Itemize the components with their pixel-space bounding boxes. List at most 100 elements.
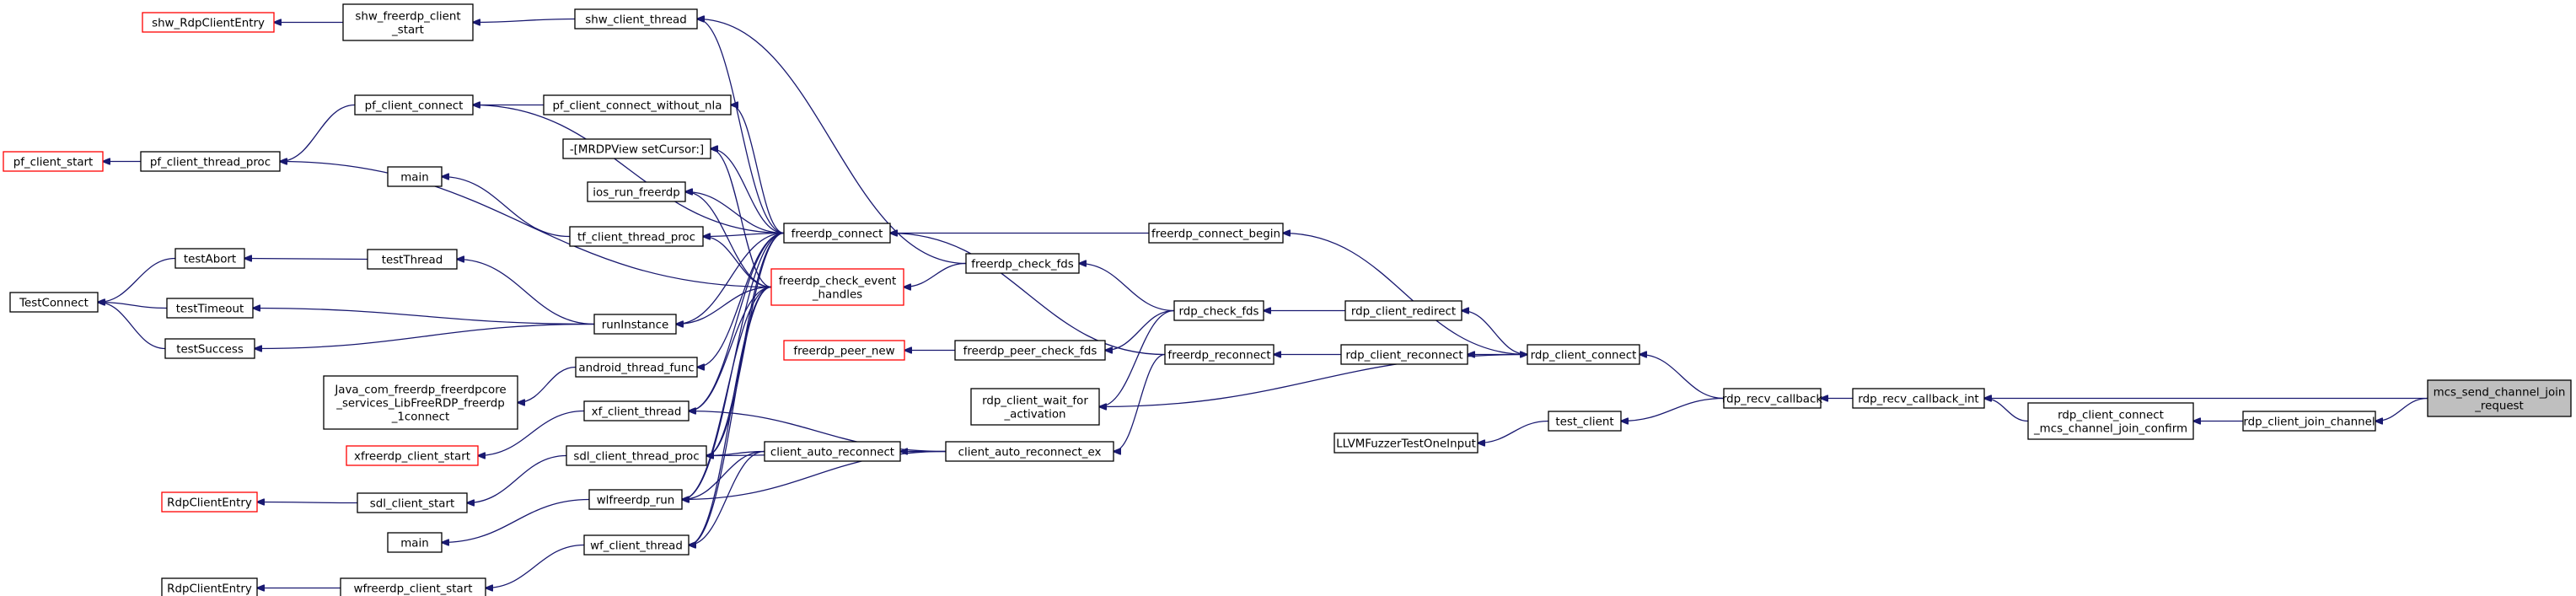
node-freerdp-peer-check-fds[interactable]: freerdp_peer_check_fds	[954, 340, 1106, 361]
node-box[interactable]	[562, 138, 711, 159]
node-rdp-client-join-channel[interactable]: rdp_client_join_channel	[2242, 411, 2376, 432]
node-box[interactable]	[575, 357, 698, 378]
node-box[interactable]	[1164, 344, 1275, 365]
node-box[interactable]	[2027, 402, 2194, 440]
node-box[interactable]	[1148, 223, 1284, 244]
node-freerdp-check-event-handles[interactable]: freerdp_check_event_handles	[770, 268, 904, 306]
node-main-2[interactable]: main	[387, 532, 443, 553]
node-box[interactable]	[764, 441, 901, 462]
node-pf-client-connect-without-nla[interactable]: pf_client_connect_without_nla	[543, 94, 732, 115]
node-box[interactable]	[140, 151, 281, 172]
node-box[interactable]	[593, 314, 677, 335]
node-box[interactable]	[166, 298, 254, 319]
node-freerdp-connect-begin[interactable]: freerdp_connect_begin	[1148, 223, 1284, 244]
node-box[interactable]	[1173, 300, 1264, 321]
node-shw-freerdp-client-start[interactable]: shw_freerdp_client_start	[342, 3, 474, 41]
node-testsuccess[interactable]: testSuccess	[164, 338, 255, 359]
node-main-1[interactable]: main	[387, 166, 443, 187]
node-box[interactable]	[387, 166, 443, 187]
node-box[interactable]	[965, 253, 1080, 274]
node-box[interactable]	[1723, 388, 1822, 409]
node-box[interactable]	[323, 375, 518, 430]
node-box[interactable]	[583, 534, 690, 556]
node-box[interactable]	[142, 12, 275, 33]
node-box[interactable]	[346, 445, 479, 466]
node-testthread[interactable]: testThread	[367, 249, 458, 270]
node-box[interactable]	[164, 338, 255, 359]
node-box[interactable]	[161, 491, 258, 513]
node-wf-client-thread[interactable]: wf_client_thread	[583, 534, 690, 556]
node-box[interactable]	[574, 8, 698, 30]
node-llvmfuzzertestoneinput[interactable]: LLVMFuzzerTestOneInput	[1334, 432, 1479, 454]
node-freerdp-connect[interactable]: freerdp_connect	[783, 223, 891, 244]
node-xf-client-thread[interactable]: xf_client_thread	[583, 400, 690, 421]
node-freerdp-reconnect[interactable]: freerdp_reconnect	[1164, 344, 1275, 365]
node-ios-run-freerdp[interactable]: ios_run_freerdp	[587, 181, 686, 202]
node-box[interactable]	[566, 445, 707, 466]
node-shw-rdpcliententry[interactable]: shw_RdpClientEntry	[142, 12, 275, 33]
node-box[interactable]	[1334, 432, 1479, 454]
node-box[interactable]	[1340, 344, 1468, 365]
node-box[interactable]	[543, 94, 732, 115]
node-box[interactable]	[2242, 411, 2376, 432]
node-mrdpview-setcursor[interactable]: -[MRDPView setCursor:]	[562, 138, 711, 159]
node-test-client[interactable]: test_client	[1548, 411, 1622, 432]
node-box[interactable]	[783, 223, 891, 244]
node-rdp-client-redirect[interactable]: rdp_client_redirect	[1344, 300, 1462, 321]
node-box[interactable]	[354, 94, 474, 115]
node-box[interactable]	[954, 340, 1106, 361]
node-box[interactable]	[357, 492, 468, 513]
node-testabort[interactable]: testAbort	[174, 248, 245, 269]
node-box[interactable]	[174, 248, 245, 269]
node-box[interactable]	[588, 489, 683, 510]
node-rdp-recv-callback-int[interactable]: rdp_recv_callback_int	[1852, 388, 1985, 409]
node-box[interactable]	[1527, 344, 1640, 365]
node-testconnect[interactable]: TestConnect	[9, 292, 99, 313]
node-sdl-client-start[interactable]: sdl_client_start	[357, 492, 468, 513]
node-xfreerdp-client-start[interactable]: xfreerdp_client_start	[346, 445, 479, 466]
node-rdp-client-connect-mcs-channel-join-confirm[interactable]: rdp_client_connect_mcs_channel_join_conf…	[2027, 402, 2194, 440]
node-wfreerdp-client-start[interactable]: wfreerdp_client_start	[340, 577, 486, 596]
node-rdp-check-fds[interactable]: rdp_check_fds	[1173, 300, 1264, 321]
node-rdpcliententry[interactable]: RdpClientEntry	[161, 577, 258, 596]
node-box[interactable]	[340, 577, 486, 596]
node-box[interactable]	[1852, 388, 1985, 409]
node-box[interactable]	[783, 340, 905, 361]
node-box[interactable]	[945, 441, 1114, 462]
node-mcs-send-channel-join-request[interactable]: mcs_send_channel_join_request	[2427, 379, 2572, 417]
node-shw-client-thread[interactable]: shw_client_thread	[574, 8, 698, 30]
node-sdl-client-thread-proc[interactable]: sdl_client_thread_proc	[566, 445, 707, 466]
node-rdp-client-connect[interactable]: rdp_client_connect	[1527, 344, 1640, 365]
node-pf-client-connect[interactable]: pf_client_connect	[354, 94, 474, 115]
node-freerdp-peer-new[interactable]: freerdp_peer_new	[783, 340, 905, 361]
node-client-auto-reconnect[interactable]: client_auto_reconnect	[764, 441, 901, 462]
node-pf-client-start[interactable]: pf_client_start	[3, 151, 104, 172]
node-box[interactable]	[587, 181, 686, 202]
node-box[interactable]	[387, 532, 443, 553]
node-tf-client-thread-proc[interactable]: tf_client_thread_proc	[569, 226, 704, 247]
node-box[interactable]	[9, 292, 99, 313]
node-box[interactable]	[770, 268, 904, 306]
node-wlfreerdp-run[interactable]: wlfreerdp_run	[588, 489, 683, 510]
node-box[interactable]	[583, 400, 690, 421]
node-client-auto-reconnect-ex[interactable]: client_auto_reconnect_ex	[945, 441, 1114, 462]
node-box[interactable]	[3, 151, 104, 172]
node-runinstance[interactable]: runInstance	[593, 314, 677, 335]
node-android-thread-func[interactable]: android_thread_func	[575, 357, 698, 378]
node-rdp-client-reconnect[interactable]: rdp_client_reconnect	[1340, 344, 1468, 365]
node-rdpcliententry-red[interactable]: RdpClientEntry	[161, 491, 258, 513]
node-box[interactable]	[342, 3, 474, 41]
node-java-connect[interactable]: Java_com_freerdp_freerdpcore_services_Li…	[323, 375, 518, 430]
node-box[interactable]	[569, 226, 704, 247]
node-testtimeout[interactable]: testTimeout	[166, 298, 254, 319]
node-freerdp-check-fds[interactable]: freerdp_check_fds	[965, 253, 1080, 274]
node-box[interactable]	[1548, 411, 1622, 432]
node-pf-client-thread-proc[interactable]: pf_client_thread_proc	[140, 151, 281, 172]
node-rdp-client-wait-for-activation[interactable]: rdp_client_wait_for_activation	[970, 388, 1100, 426]
node-box[interactable]	[970, 388, 1100, 426]
node-rdp-recv-callback[interactable]: rdp_recv_callback	[1722, 388, 1822, 409]
node-box[interactable]	[1344, 300, 1462, 321]
node-box[interactable]	[2427, 379, 2572, 417]
node-box[interactable]	[161, 577, 258, 596]
node-box[interactable]	[367, 249, 458, 270]
